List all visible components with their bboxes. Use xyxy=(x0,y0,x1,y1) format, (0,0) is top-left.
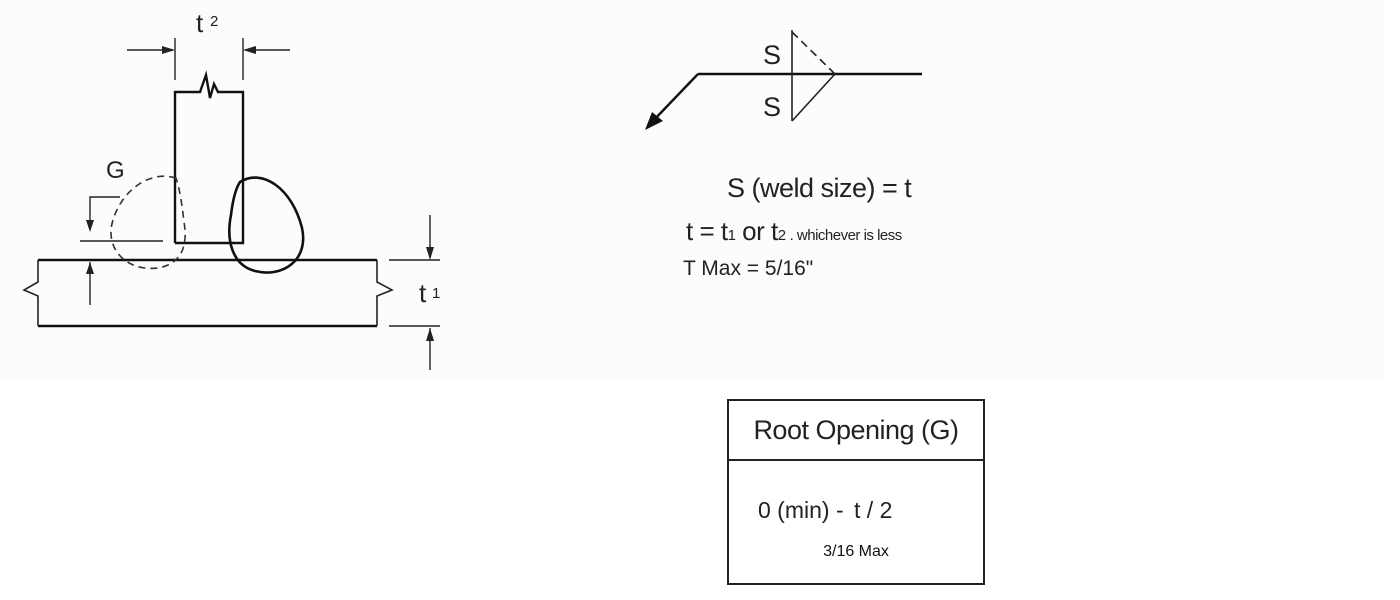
root-opening-header: Root Opening (G) xyxy=(729,401,983,461)
diagram-background xyxy=(0,0,1385,382)
t1-dimension: t 1 xyxy=(389,215,440,370)
t1-subscript: 1 xyxy=(432,285,440,302)
fillet-weld-solid xyxy=(228,176,305,274)
g-label: G xyxy=(106,157,125,184)
arrowhead xyxy=(645,112,663,130)
root-opening-range: 0 (min) - t / 2 xyxy=(758,497,892,524)
t-definition: t = t1 or t2. whichever is less xyxy=(686,216,902,247)
t-def-note: . whichever is less xyxy=(789,227,903,244)
weld-size-top: S xyxy=(763,40,781,70)
t2-dimension: t 2 xyxy=(127,8,290,80)
base-plate xyxy=(22,258,394,328)
t-def-sub2: 2 xyxy=(777,227,786,244)
t1-label: t xyxy=(419,278,427,308)
t2-label: t xyxy=(196,8,204,38)
root-range-value: t / 2 xyxy=(854,497,893,523)
weld-size-bottom: S xyxy=(763,92,781,122)
t2-subscript: 2 xyxy=(210,13,218,30)
fillet-weld-dashed xyxy=(110,175,186,270)
root-opening-max: 3/16 Max xyxy=(823,543,889,560)
root-range-prefix: 0 (min) - xyxy=(758,497,844,523)
weld-size-formula: S (weld size) = t xyxy=(727,173,912,203)
g-dimension: G xyxy=(80,157,163,305)
t-def-or: or t xyxy=(735,216,778,246)
welding-symbol: S S xyxy=(645,30,922,130)
t-def-sub1: 1 xyxy=(727,227,736,244)
t-def-prefix: t = t xyxy=(686,216,728,246)
root-opening-table: Root Opening (G) 0 (min) - t / 2 3/16 Ma… xyxy=(727,399,985,585)
vertical-member xyxy=(173,70,245,245)
t-max: T Max = 5/16" xyxy=(683,257,814,280)
